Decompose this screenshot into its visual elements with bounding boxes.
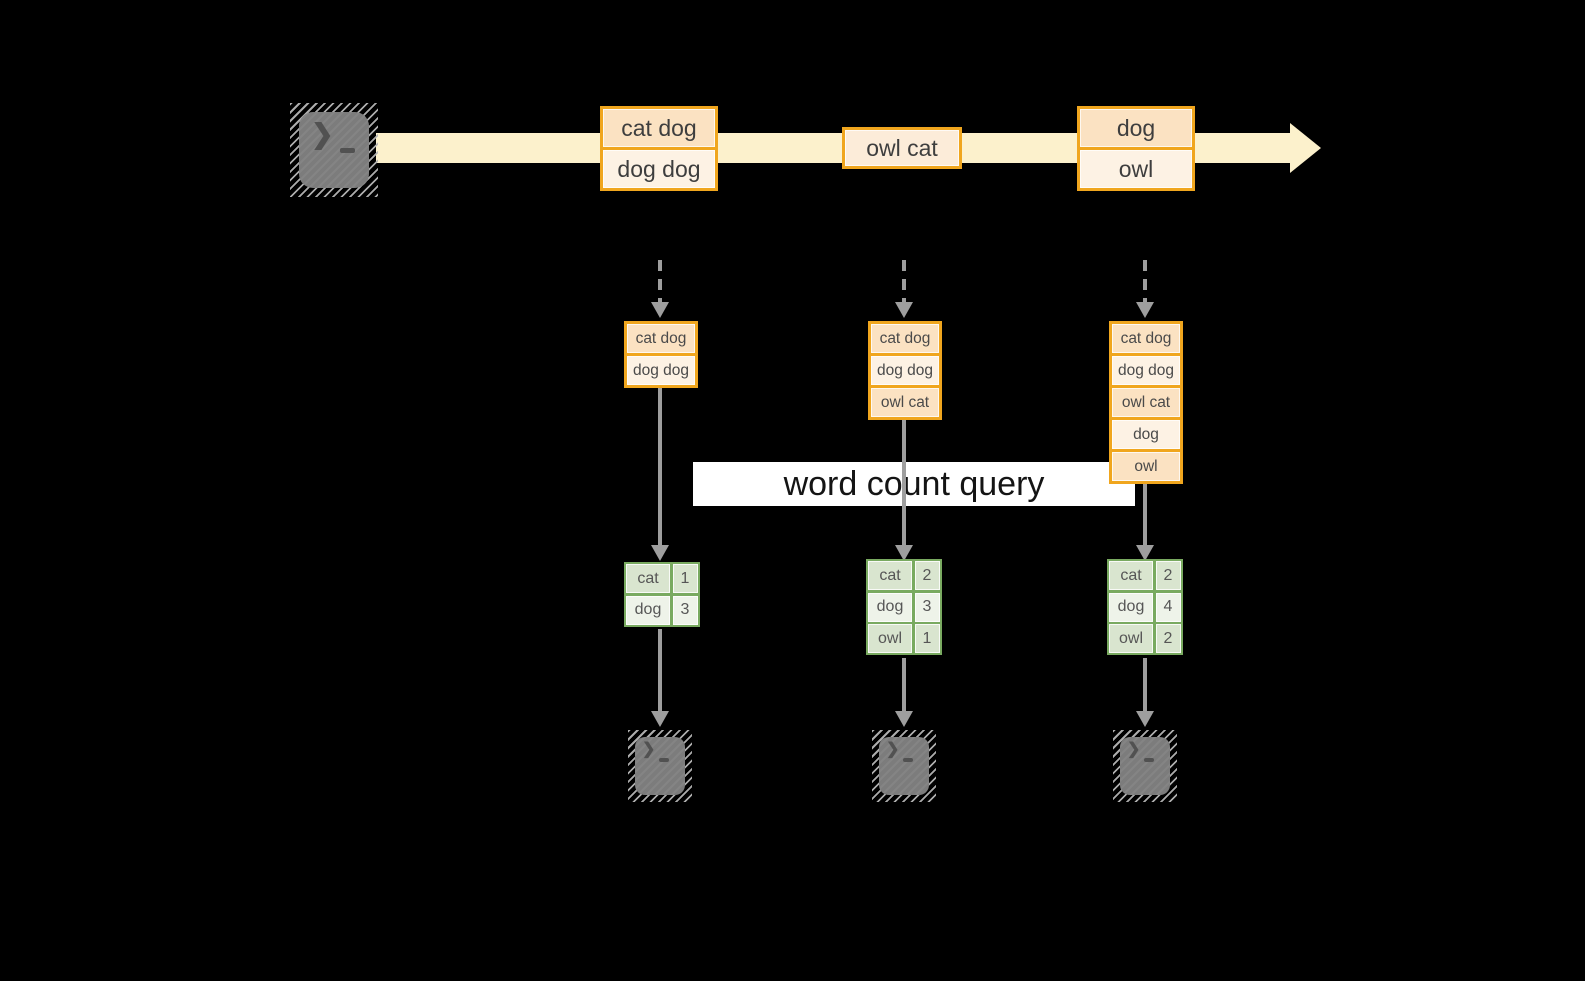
prompt-chevron-icon: ❯: [642, 741, 656, 758]
arrowhead-icon: [651, 545, 669, 561]
buffer-row: owl cat: [871, 388, 939, 417]
count-cell: 2: [1155, 561, 1181, 590]
dashed-flow-arrow: [658, 260, 662, 302]
word-count-table-3: cat 2 dog 4 owl 2: [1107, 559, 1183, 655]
buffer-row: owl cat: [1112, 388, 1180, 417]
terminal-screen: ❯: [879, 737, 929, 795]
flow-arrow: [1143, 658, 1147, 711]
count-cell: 3: [914, 592, 940, 622]
buffer-row: owl: [1112, 452, 1180, 481]
sink-terminal-icon-3: ❯: [1113, 730, 1177, 802]
count-cell: 3: [672, 595, 698, 625]
source-terminal-icon: ❯: [290, 103, 378, 197]
count-cell: 1: [672, 564, 698, 593]
record-buffer-2: cat dog dog dog owl cat: [868, 321, 942, 420]
dashed-flow-arrow: [902, 260, 906, 302]
message-line: owl cat: [845, 130, 959, 166]
record-buffer-1: cat dog dog dog: [624, 321, 698, 388]
arrowhead-icon: [895, 545, 913, 561]
buffer-row: cat dog: [871, 324, 939, 353]
arrowhead-icon: [1136, 711, 1154, 727]
cursor-underscore-icon: [1144, 758, 1154, 762]
word-count-table-2: cat 2 dog 3 owl 1: [866, 559, 942, 655]
count-cell: 2: [914, 561, 940, 590]
record-buffer-3: cat dog dog dog owl cat dog owl: [1109, 321, 1183, 484]
buffer-row: cat dog: [627, 324, 695, 353]
flow-arrow: [658, 629, 662, 711]
cursor-underscore-icon: [340, 148, 355, 153]
stream-message-2: owl cat: [842, 127, 962, 169]
word-cell: cat: [1109, 561, 1153, 590]
message-line: dog dog: [603, 150, 715, 188]
prompt-chevron-icon: ❯: [311, 119, 334, 149]
prompt-chevron-icon: ❯: [1127, 741, 1141, 758]
count-cell: 2: [1155, 624, 1181, 653]
word-cell: dog: [868, 592, 912, 622]
message-line: dog: [1080, 109, 1192, 147]
buffer-row: cat dog: [1112, 324, 1180, 353]
flow-arrow: [902, 658, 906, 711]
sink-terminal-icon-2: ❯: [872, 730, 936, 802]
terminal-screen: ❯: [1120, 737, 1170, 795]
prompt-chevron-icon: ❯: [886, 741, 900, 758]
word-cell: cat: [868, 561, 912, 590]
arrowhead-icon: [1136, 545, 1154, 561]
flow-arrow: [658, 386, 662, 545]
buffer-row: dog: [1112, 420, 1180, 449]
arrowhead-icon: [651, 302, 669, 318]
word-count-table-1: cat 1 dog 3: [624, 562, 700, 627]
stream-arrow-head: [1290, 123, 1321, 173]
message-line: owl: [1080, 150, 1192, 188]
cursor-underscore-icon: [659, 758, 669, 762]
message-line: cat dog: [603, 109, 715, 147]
stream-message-1: cat dog dog dog: [600, 106, 718, 191]
word-cell: owl: [1109, 624, 1153, 653]
arrowhead-icon: [1136, 302, 1154, 318]
buffer-row: dog dog: [871, 356, 939, 385]
terminal-screen: ❯: [299, 112, 369, 188]
stream-message-3: dog owl: [1077, 106, 1195, 191]
count-cell: 1: [914, 624, 940, 653]
query-banner: word count query: [693, 462, 1135, 506]
dashed-flow-arrow: [1143, 260, 1147, 302]
flow-arrow: [1143, 481, 1147, 545]
count-cell: 4: [1155, 592, 1181, 622]
buffer-row: dog dog: [627, 356, 695, 385]
word-cell: owl: [868, 624, 912, 653]
word-cell: dog: [626, 595, 670, 625]
sink-terminal-icon-1: ❯: [628, 730, 692, 802]
word-cell: dog: [1109, 592, 1153, 622]
arrowhead-icon: [895, 711, 913, 727]
word-cell: cat: [626, 564, 670, 593]
terminal-screen: ❯: [635, 737, 685, 795]
arrowhead-icon: [651, 711, 669, 727]
buffer-row: dog dog: [1112, 356, 1180, 385]
flow-arrow: [902, 418, 906, 545]
arrowhead-icon: [895, 302, 913, 318]
cursor-underscore-icon: [903, 758, 913, 762]
